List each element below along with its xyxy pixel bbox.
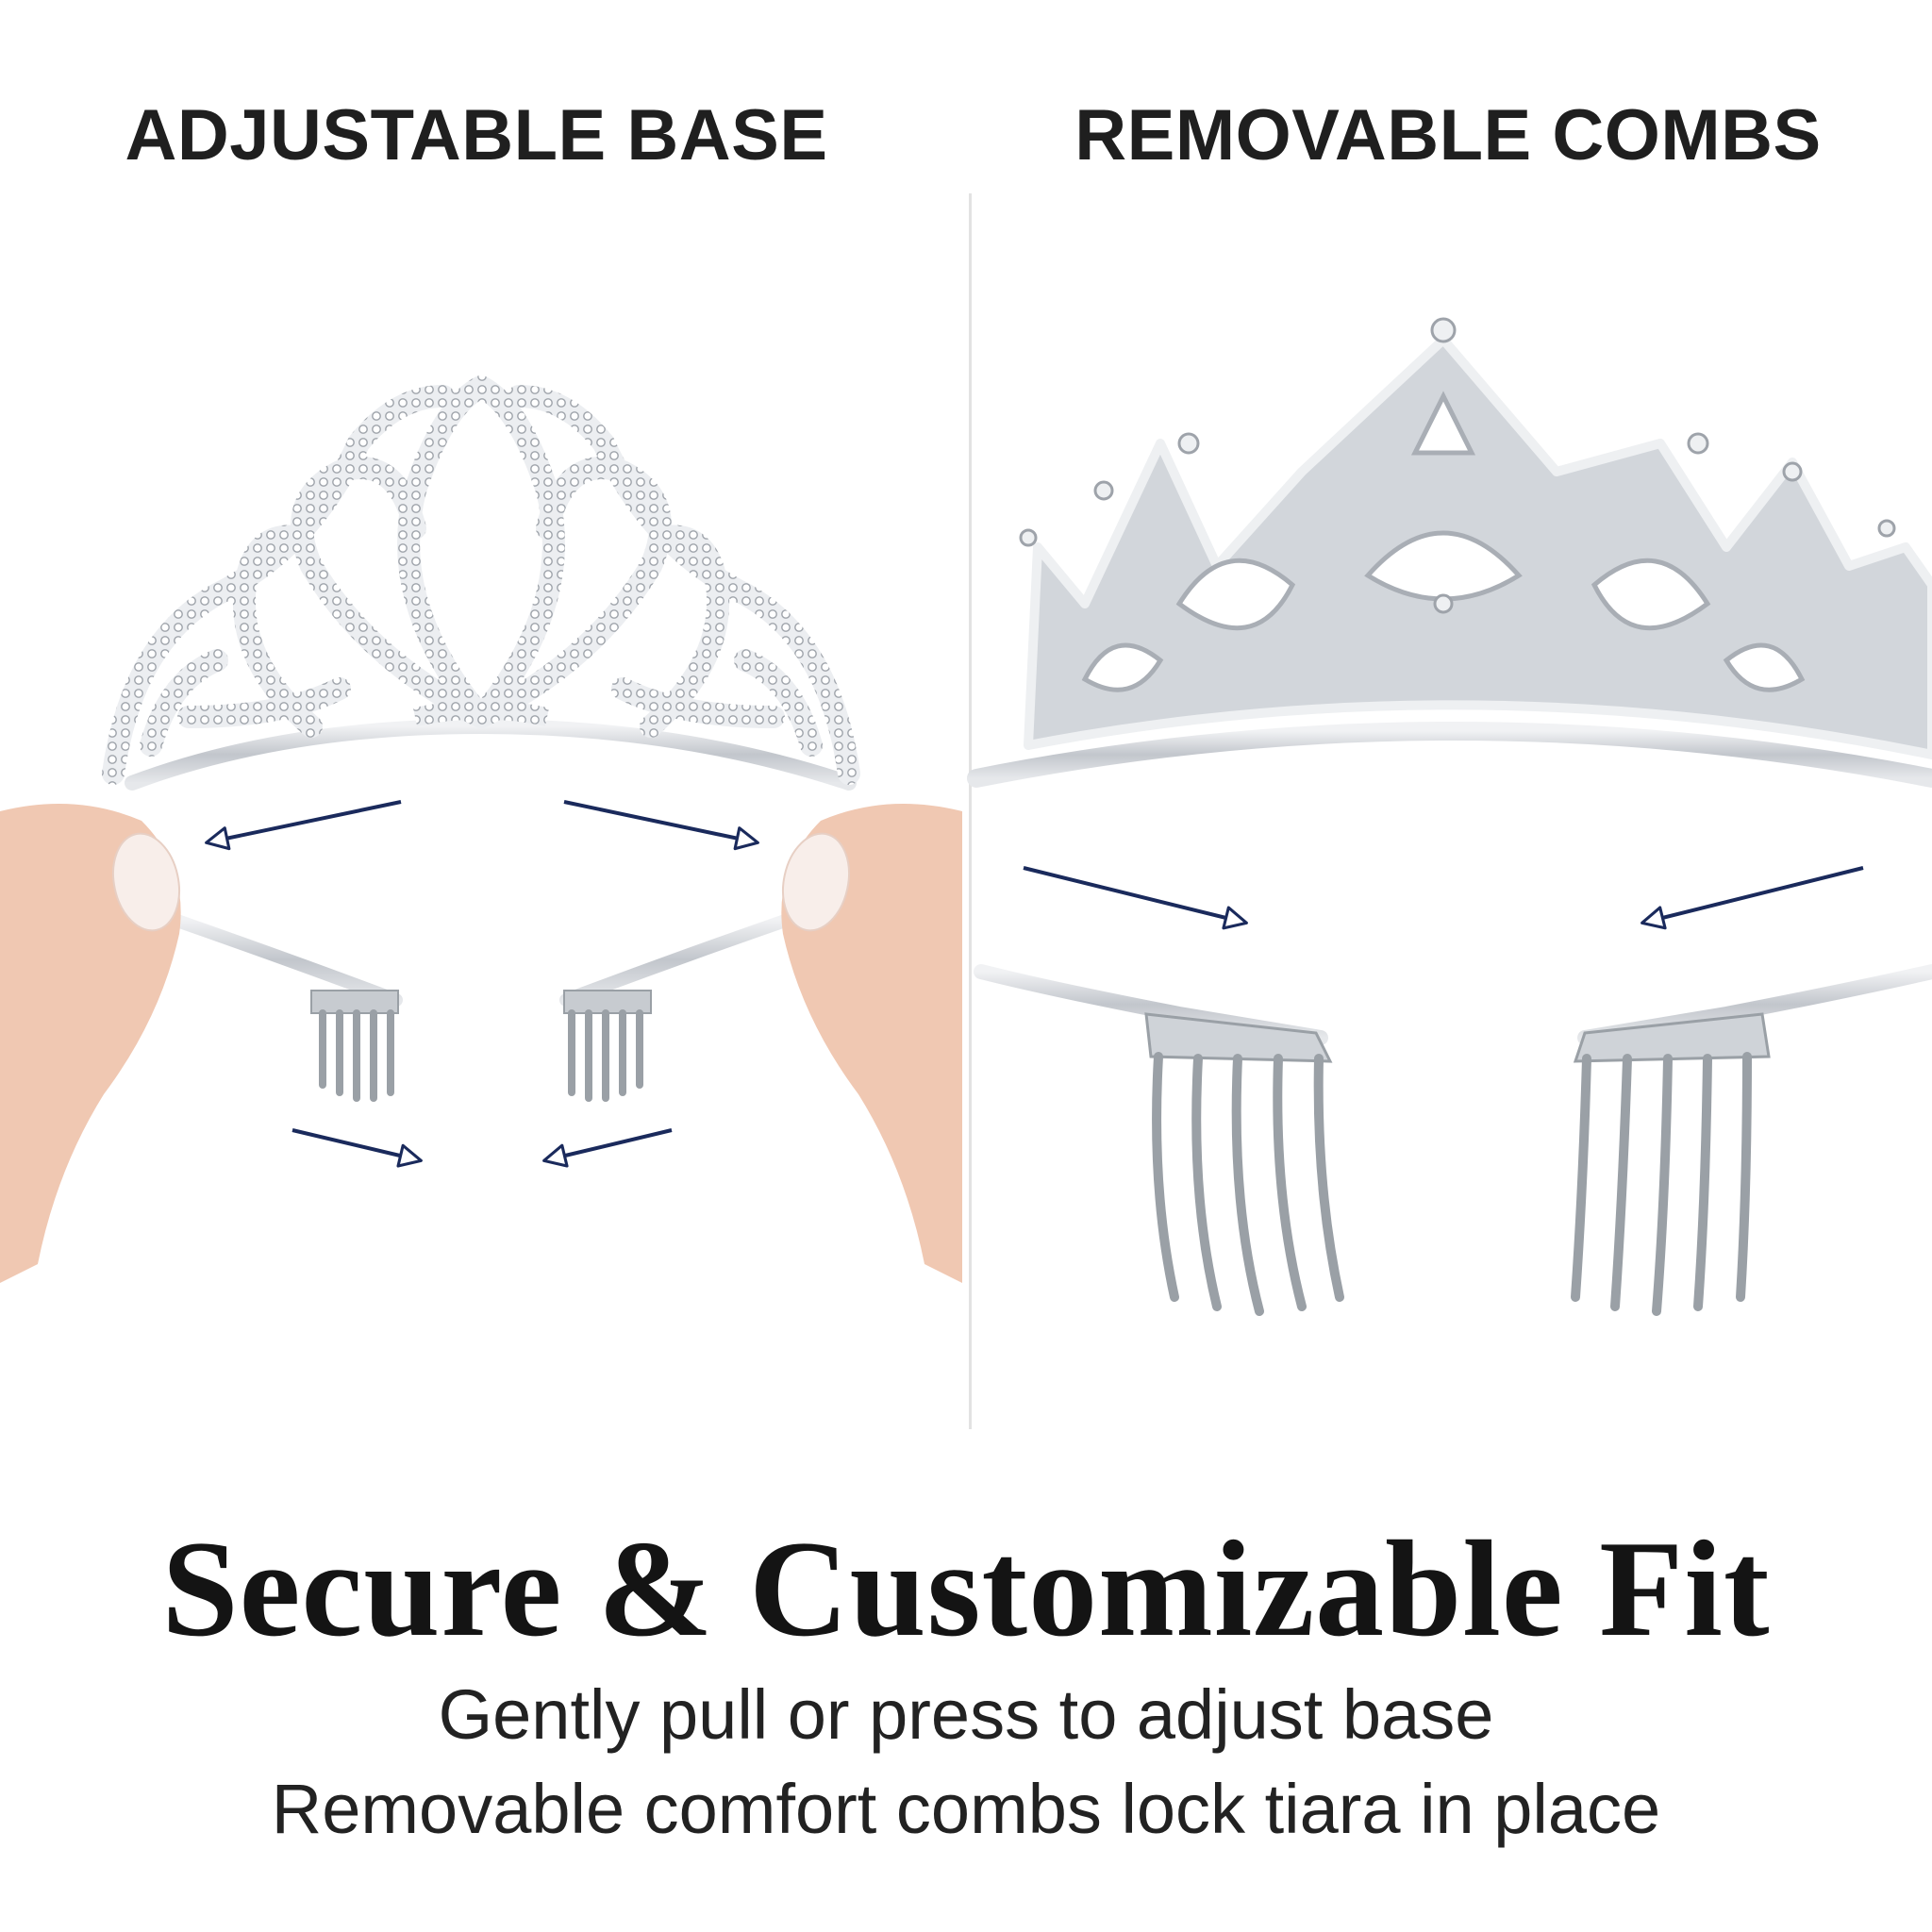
comb-arrows (1023, 866, 1864, 930)
headline: Secure & Customizable Fit (161, 1512, 1771, 1665)
press-left-arrow (542, 1128, 673, 1168)
left-removable-comb (974, 964, 1344, 1316)
insert-left-comb-arrow (1023, 866, 1248, 930)
removable-combs-title: REMOVABLE COMBS (1074, 95, 1822, 175)
left-hand (0, 804, 181, 1283)
right-removable-comb (1571, 964, 1932, 1316)
subtext-line-adjust-base: Gently pull or press to adjust base (438, 1675, 1494, 1754)
insert-right-comb-arrow (1641, 866, 1864, 930)
press-right-arrow (291, 1128, 423, 1168)
right-side-comb (559, 913, 794, 1102)
product-illustration (0, 317, 1932, 1316)
adjust-arrows (205, 800, 759, 1168)
right-hand (781, 804, 962, 1283)
left-side-comb (168, 913, 403, 1102)
subtext-line-removable-combs: Removable comfort combs lock tiara in pl… (271, 1770, 1661, 1848)
pull-left-arrow (205, 800, 402, 851)
panel-divider (969, 193, 972, 1429)
tiara-rear-view (967, 317, 1932, 788)
rhinestone-tiara (102, 375, 860, 791)
adjustable-base-title: ADJUSTABLE BASE (125, 95, 828, 175)
pull-right-arrow (563, 800, 759, 851)
